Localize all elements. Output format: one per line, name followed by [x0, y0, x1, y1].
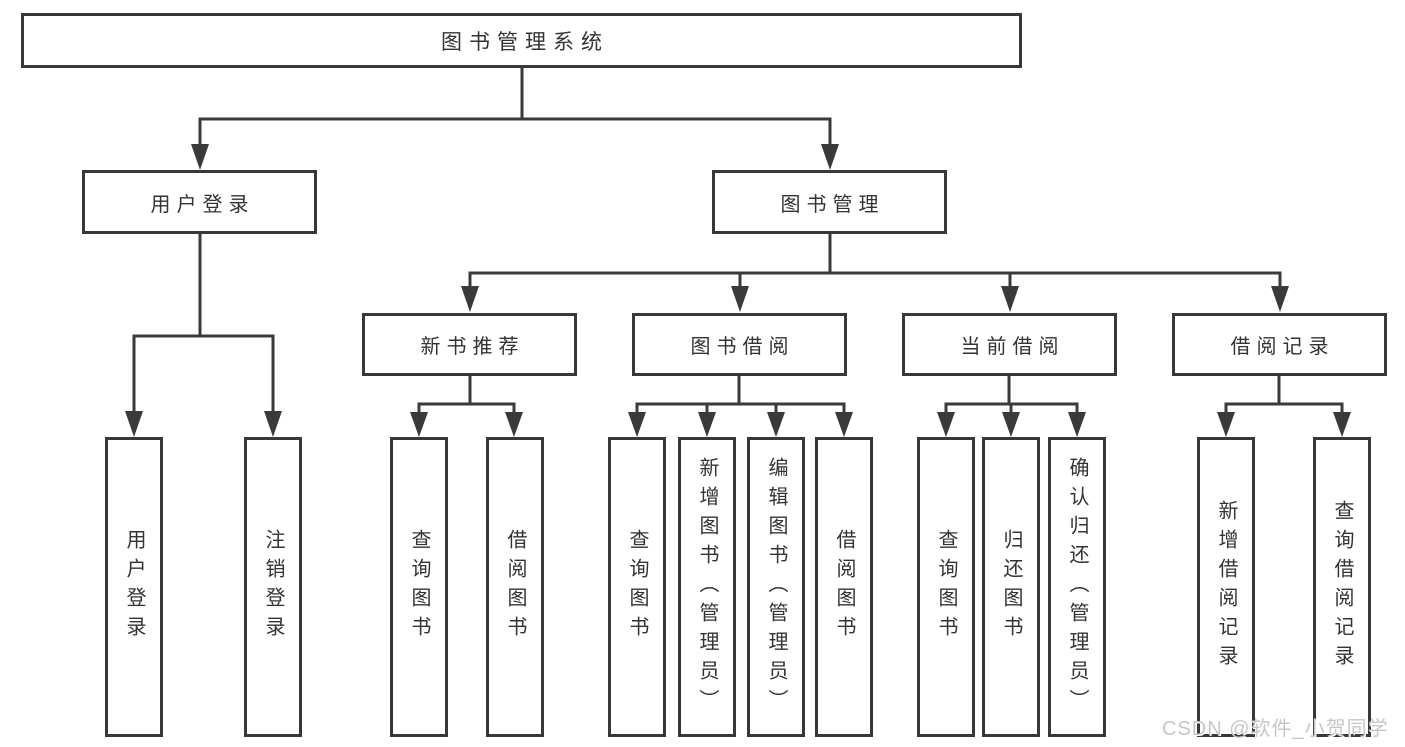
csdn-watermark: CSDN @软件_小贺同学	[1162, 718, 1389, 740]
leaf-confirm-return-admin: 确认归还（管理员）	[1048, 437, 1106, 737]
node-book-borrow: 图书借阅	[632, 313, 847, 376]
node-book-management-system: 图书管理系统	[21, 13, 1022, 68]
node-borrow-records: 借阅记录	[1172, 313, 1387, 376]
leaf-edit-book-admin-label: 编辑图书（管理员）	[765, 456, 787, 718]
leaf-borrow-books-recommend-label: 借阅图书	[504, 529, 526, 645]
node-user-login: 用户登录	[82, 170, 317, 234]
leaf-edit-book-admin: 编辑图书（管理员）	[747, 437, 805, 737]
leaf-return-books: 归还图书	[982, 437, 1040, 737]
leaf-add-borrow-record-label: 新增借阅记录	[1215, 500, 1237, 674]
leaf-query-books-borrow: 查询图书	[608, 437, 666, 737]
leaf-add-book-admin: 新增图书（管理员）	[678, 437, 736, 737]
leaf-user-login: 用户登录	[105, 437, 163, 737]
leaf-query-books-recommend-label: 查询图书	[408, 529, 430, 645]
leaf-borrow-books-recommend: 借阅图书	[486, 437, 544, 737]
node-book-management: 图书管理	[712, 170, 947, 234]
leaf-query-books-current-label: 查询图书	[935, 529, 957, 645]
node-current-borrow: 当前借阅	[902, 313, 1117, 376]
leaf-query-books-current: 查询图书	[917, 437, 975, 737]
leaf-return-books-label: 归还图书	[1000, 529, 1022, 645]
leaf-add-book-admin-label: 新增图书（管理员）	[696, 456, 718, 718]
leaf-borrow-books-label: 借阅图书	[833, 529, 855, 645]
leaf-logout-label: 注销登录	[262, 529, 284, 645]
leaf-query-books-borrow-label: 查询图书	[626, 529, 648, 645]
node-new-book-recommend: 新书推荐	[362, 313, 577, 376]
leaf-query-books-recommend: 查询图书	[390, 437, 448, 737]
leaf-logout: 注销登录	[244, 437, 302, 737]
leaf-query-borrow-record: 查询借阅记录	[1313, 437, 1371, 737]
leaf-borrow-books: 借阅图书	[815, 437, 873, 737]
leaf-confirm-return-admin-label: 确认归还（管理员）	[1066, 456, 1088, 718]
leaf-add-borrow-record: 新增借阅记录	[1197, 437, 1255, 737]
leaf-query-borrow-record-label: 查询借阅记录	[1331, 500, 1353, 674]
leaf-user-login-label: 用户登录	[123, 529, 145, 645]
